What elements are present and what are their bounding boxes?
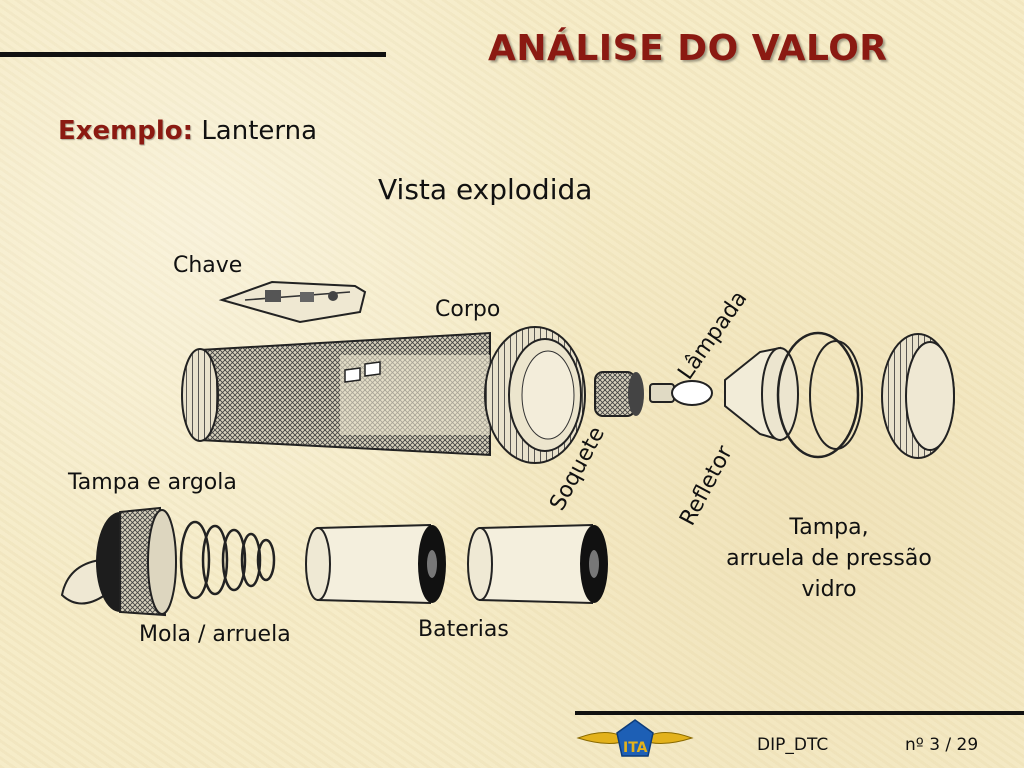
tampa-frontal-part [881, 333, 955, 459]
label-tampa-line2: arruela de pressão [726, 546, 932, 571]
example-value: Lanterna [201, 116, 318, 146]
label-corpo: Corpo [435, 297, 501, 322]
mola-part [179, 520, 276, 600]
diagram-subtitle: Vista explodida [378, 173, 593, 206]
soquete-part [594, 371, 644, 417]
chave-part [218, 280, 367, 324]
label-chave: Chave [173, 253, 243, 278]
bateria-1 [305, 523, 446, 605]
lampada-part [649, 380, 713, 406]
footer-page-number: nº 3 / 29 [905, 735, 979, 755]
bateria-2 [467, 523, 608, 605]
label-tampa-line1: Tampa, [789, 515, 869, 540]
bottom-rule [575, 711, 1024, 715]
refletor-part [724, 346, 799, 442]
example-label: Exemplo: [58, 116, 194, 146]
top-rule [0, 52, 386, 57]
label-mola: Mola / arruela [139, 622, 291, 647]
corpo-part [181, 326, 586, 464]
footer-course: DIP_DTC [757, 735, 829, 755]
slide-title: ANÁLISE DO VALOR [488, 28, 888, 69]
label-tampa-group: Tampa, arruela de pressão vidro [704, 512, 954, 605]
vidro-arruela-part [776, 331, 863, 459]
label-tampa-argola: Tampa e argola [68, 470, 237, 495]
tampa-argola-part [60, 506, 177, 617]
label-baterias: Baterias [418, 617, 509, 642]
label-tampa-line3: vidro [801, 577, 857, 602]
example-line: Exemplo: Lanterna [58, 116, 317, 146]
